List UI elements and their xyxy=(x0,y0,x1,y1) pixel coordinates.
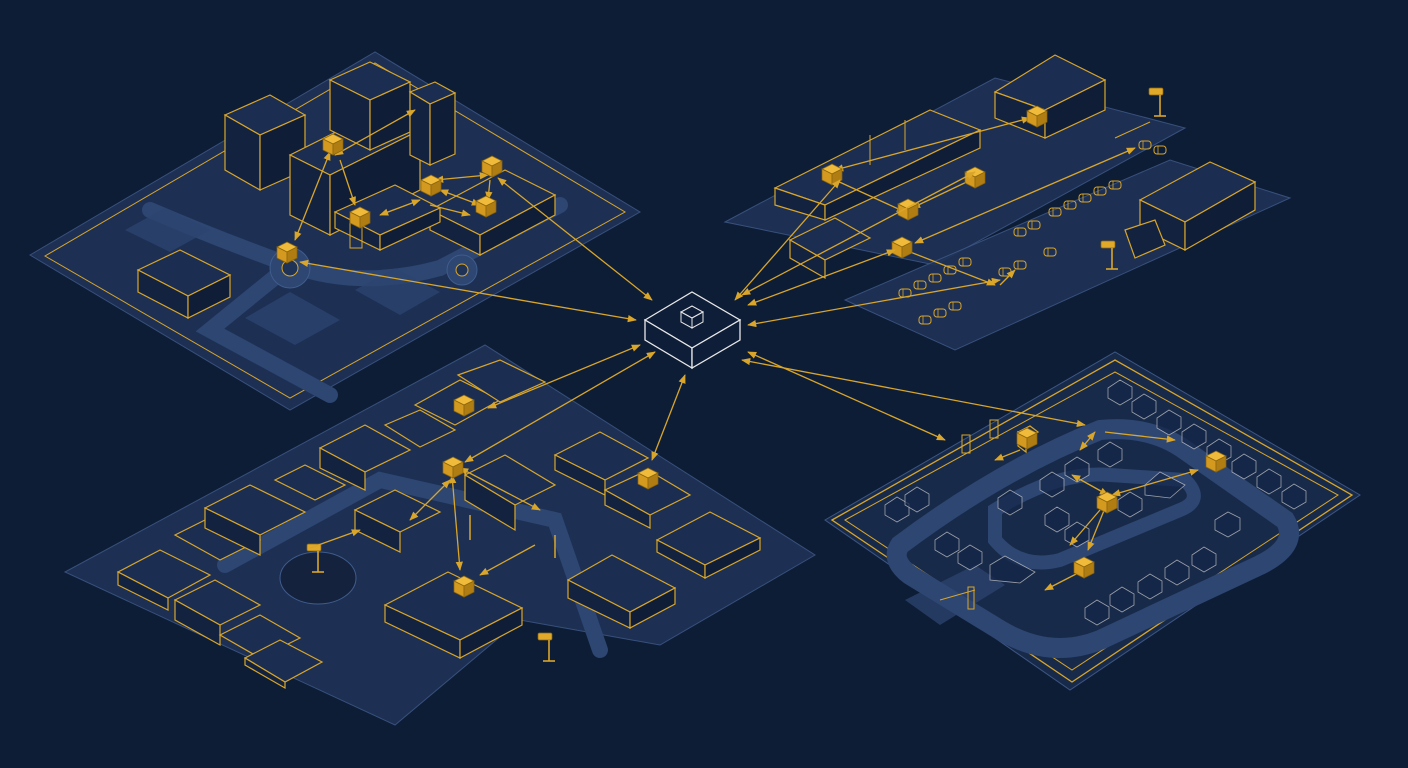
parking-warehouse xyxy=(1124,161,1257,259)
link-campus-roundabout xyxy=(299,259,637,323)
residential-loop-road xyxy=(886,419,1299,658)
link-town-market xyxy=(464,351,656,463)
residential-node-gate xyxy=(1016,427,1038,450)
campus-node-center xyxy=(420,174,442,197)
link-town-east xyxy=(651,374,686,461)
zone-residential-community xyxy=(824,351,1361,691)
hub-connections xyxy=(299,171,1086,463)
link-residential-gate xyxy=(747,351,946,441)
campus-node-roundabout xyxy=(276,241,298,264)
town-node-north xyxy=(453,394,475,417)
zone-town-center xyxy=(63,344,816,726)
town-node-market xyxy=(442,456,464,479)
town-civic-hall xyxy=(383,571,524,659)
residential-node-south xyxy=(1073,556,1095,579)
parking-node-anchor xyxy=(1026,105,1048,128)
hub-right-face xyxy=(691,318,741,370)
campus-node-lecture xyxy=(349,206,371,229)
town-camera-posts xyxy=(306,515,556,662)
link-residential-center xyxy=(741,357,1086,428)
parking-camera-north xyxy=(1148,87,1167,117)
zone-parking-lot xyxy=(723,54,1292,351)
link-campus-hall xyxy=(497,177,653,301)
campus-node-east xyxy=(475,195,497,218)
town-node-hall xyxy=(453,575,475,598)
town-node-east xyxy=(637,467,659,490)
campus-tower-right xyxy=(408,81,457,166)
residential-node-center xyxy=(1096,491,1118,514)
parking-anchor-store xyxy=(993,54,1107,139)
town-camera-south xyxy=(537,632,556,662)
central-hub xyxy=(643,291,742,370)
parking-node-gate xyxy=(964,166,986,189)
town-block-south xyxy=(173,579,324,690)
campus-road-south xyxy=(195,257,338,403)
campus-node-tower xyxy=(322,133,344,156)
parking-node-lot xyxy=(891,236,913,259)
residential-houses xyxy=(884,379,1307,626)
campus-gym xyxy=(136,249,232,319)
parking-node-aisle xyxy=(897,198,919,221)
zone-campus xyxy=(29,51,641,411)
town-shops-east xyxy=(553,431,762,629)
residential-node-east xyxy=(1205,450,1227,473)
campus-node-hall xyxy=(481,155,503,178)
link-parking-gate xyxy=(741,171,976,296)
hub-core-icon xyxy=(679,305,705,329)
